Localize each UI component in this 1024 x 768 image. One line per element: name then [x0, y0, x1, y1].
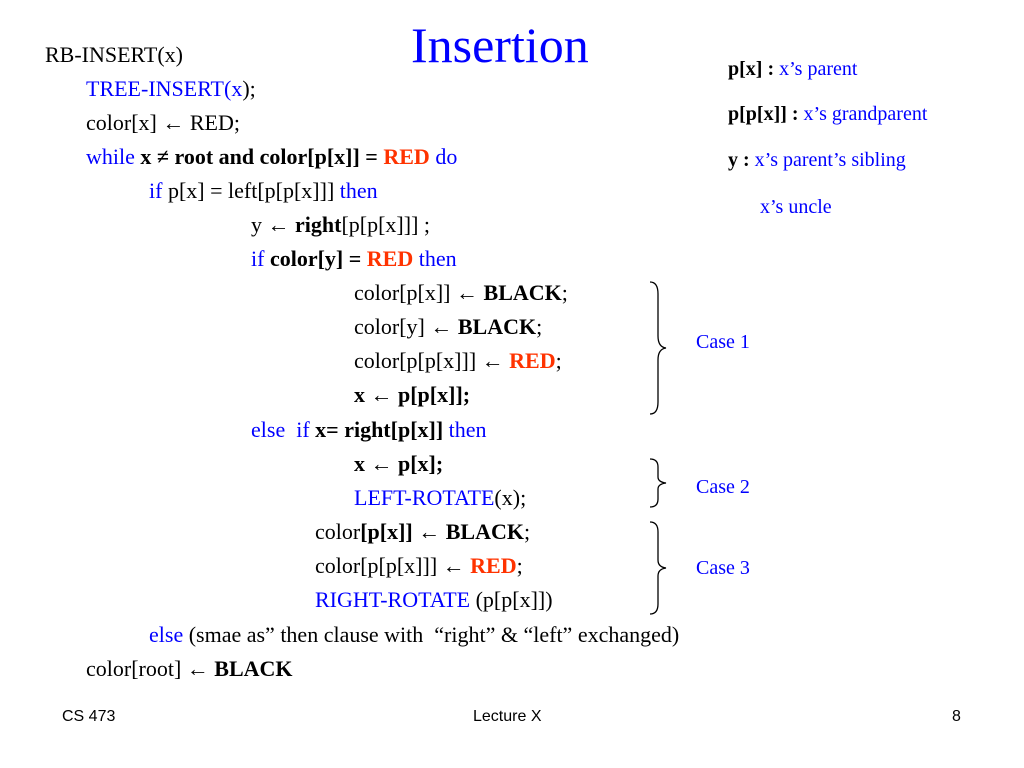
keyword-then: then — [339, 178, 378, 203]
footer-lecture: Lecture X — [473, 708, 542, 725]
legend-item-sibling: y : x’s parent’s sibling — [728, 149, 906, 171]
right-rotate-call: RIGHT-ROTATE — [315, 587, 471, 612]
case-2-brace — [649, 458, 667, 508]
code-line-16: color[p[p[x]]] ← RED; — [315, 553, 523, 578]
legend-item-uncle: x’s uncle — [760, 196, 832, 218]
keyword-if: if — [251, 246, 265, 271]
legend-item-parent: p[x] : x’s parent — [728, 58, 858, 80]
code-line-14: LEFT-ROTATE(x); — [354, 485, 527, 510]
procedure-header: RB-INSERT(x) — [45, 42, 184, 67]
code-line-15: color[p[x]] ← BLACK; — [315, 519, 531, 544]
keyword-then: then — [448, 417, 487, 442]
code-line-10: color[p[p[x]]] ← RED; — [354, 348, 562, 373]
case-3-label: Case 3 — [696, 557, 750, 579]
code-line-3: color[x] ← RED; — [86, 110, 240, 135]
code-line-13: x ← p[x]; — [354, 451, 444, 476]
case-1-label: Case 1 — [696, 331, 750, 353]
code-line-18: else (smae as” then clause with “right” … — [149, 622, 680, 647]
code-line-7: if color[y] = RED then — [251, 246, 457, 271]
code-line-8: color[p[x]] ← BLACK; — [354, 280, 568, 305]
left-rotate-call: LEFT-ROTATE — [354, 485, 495, 510]
keyword-else: else — [149, 622, 184, 647]
case-2-label: Case 2 — [696, 476, 750, 498]
footer-page-number: 8 — [952, 708, 961, 725]
footer-course: CS 473 — [62, 708, 116, 725]
keyword-else-if: else if — [251, 417, 310, 442]
code-line-4: while x ≠ root and color[p[x]] = RED do — [86, 144, 458, 169]
code-line-19: color[root] ← BLACK — [86, 656, 293, 681]
code-line-12: else if x= right[p[x]] then — [251, 417, 487, 442]
code-line-11: x ← p[p[x]]; — [354, 382, 471, 407]
tree-insert-call: TREE-INSERT(x — [86, 76, 243, 101]
code-line-6: y ← right[p[p[x]]] ; — [251, 212, 431, 237]
keyword-then: then — [418, 246, 457, 271]
code-line-1: RB-INSERT(x) — [45, 44, 183, 66]
keyword-if: if — [149, 178, 163, 203]
keyword-do: do — [435, 144, 458, 169]
legend-item-grandparent: p[p[x]] : x’s grandparent — [728, 103, 928, 125]
code-line-5: if p[x] = left[p[p[x]]] then — [149, 178, 378, 203]
code-line-9: color[y] ← BLACK; — [354, 314, 543, 339]
case-1-brace — [649, 281, 667, 415]
keyword-while: while — [86, 144, 135, 169]
slide-title: Insertion — [411, 17, 589, 73]
code-line-2: TREE-INSERT(x); — [86, 76, 256, 101]
case-3-brace — [649, 521, 667, 615]
code-line-17: RIGHT-ROTATE (p[p[x]]) — [315, 587, 553, 612]
